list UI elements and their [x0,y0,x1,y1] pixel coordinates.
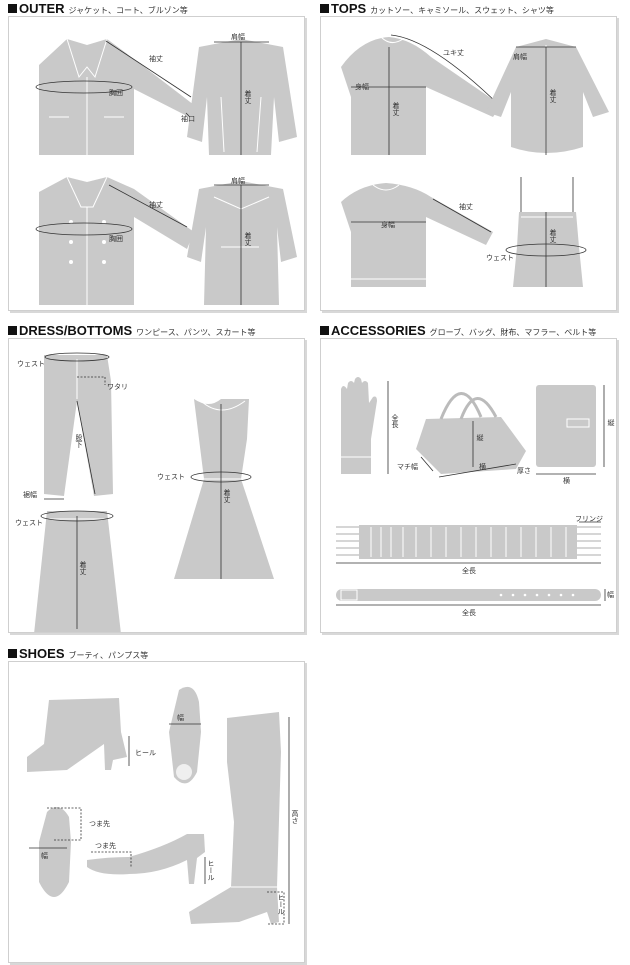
shoes-subtitle: ブーティ、パンプス等 [68,651,149,660]
dress-length-label: 着丈 [223,489,231,503]
acc-bag-depth-label: マチ幅 [397,463,418,471]
dress-inseam-label: 股下 [75,434,83,448]
square-bullet-icon [8,326,17,335]
dress-subtitle: ワンピース、パンツ、スカート等 [136,328,256,337]
outer-cuff-label: 袖口 [181,115,195,123]
dress-hem-label: 裾幅 [23,491,37,499]
dress-rise-label: ワタリ [107,383,128,391]
pump-sole-illustration [39,807,71,897]
shoes-title: SHOES [19,646,65,661]
tops-panel: ユキ丈 身幅 着丈 肩幅 着丈 身幅 袖丈 ウェスト 着丈 [320,16,617,311]
tops-length-label-3: 着丈 [549,229,557,243]
dress-waist-label-3: ウェスト [157,473,185,481]
shoes-width-label-2: 幅 [41,852,48,860]
outer-illustrations [35,38,297,305]
square-bullet-icon [8,4,17,13]
shoes-panel: ヒール 幅 つま先 幅 つま先 ヒール 高さ ヒール [8,661,305,963]
tops-length-label-2: 着丈 [549,89,557,103]
accessories-subtitle: グローブ、バッグ、財布、マフラー、ベルト等 [429,328,597,337]
outer-title: OUTER [19,1,65,16]
shoes-heel-label-2: ヒール [207,860,215,881]
shoes-toe-label-1: つま先 [89,820,110,828]
square-bullet-icon [320,4,329,13]
acc-muffler-length-label: 全長 [462,567,476,575]
outer-shoulder-label-2: 肩幅 [231,177,245,185]
tops-title: TOPS [331,1,367,16]
tops-subtitle: カットソー、キャミソール、スウェット、シャツ等 [370,6,554,15]
coat-back-illustration [187,181,297,305]
outer-shoulder-label-1: 肩幅 [231,33,245,41]
acc-wallet-width-label: 横 [563,477,570,485]
acc-glove-length-label: 全長 [391,414,399,428]
outer-length-label-2: 着丈 [244,232,252,246]
outer-sleeve-label-2: 袖丈 [149,201,163,209]
shoes-heel-label-3: ヒール [277,894,285,915]
shoes-toe-label-2: つま先 [95,842,116,850]
dress-illustration [174,399,274,579]
wallet-illustration [536,385,596,467]
outer-subtitle: ジャケット、コート、ブルゾン等 [68,6,188,15]
acc-bag-width-label: 横 [479,463,486,471]
tops-body-width-label-2: 身幅 [381,221,395,229]
dress-skirt-length-label: 着丈 [79,561,87,575]
acc-belt-width-label: 幅 [607,591,614,599]
glove-illustration [341,377,377,474]
tops-length-label-1: 着丈 [392,102,400,116]
shirt-illustration [486,39,609,153]
dress-waist-label-2: ウェスト [15,519,43,527]
dress-title: DRESS/BOTTOMS [19,323,133,338]
sole-top-illustration [169,686,201,784]
tops-shoulder-label: 肩幅 [513,53,527,61]
outer-length-label-1: 着丈 [244,90,252,104]
acc-wallet-height-label: 縦 [607,419,615,426]
shoes-height-label: 高さ [291,810,299,824]
square-bullet-icon [8,649,17,658]
bag-illustration [416,392,526,474]
tops-sleeve-label: 袖丈 [459,203,473,211]
tops-yuki-label: ユキ丈 [443,49,464,57]
dress-panel: ウェスト ワタリ 股下 裾幅 ウェスト 着丈 ウェスト 着丈 [8,338,305,633]
outer-sleeve-label-1: 袖丈 [149,55,163,63]
acc-fringe-label: フリンジ [575,515,603,523]
pump-illustration [87,834,205,884]
jacket-front-illustration [39,38,194,155]
bootie-illustration [27,698,127,772]
sweatshirt-illustration [341,183,493,287]
square-bullet-icon [320,326,329,335]
accessories-title: ACCESSORIES [331,323,426,338]
raglan-tee-illustration [341,36,501,155]
muffler-illustration [336,525,601,559]
belt-illustration [336,589,601,601]
camisole-illustration [513,212,583,287]
acc-bag-height-label: 縦 [476,434,484,441]
acc-belt-length-label: 全長 [462,609,476,617]
jacket-back-illustration [187,39,297,155]
shoes-illustrations [27,686,290,925]
outer-panel: 袖丈 胸囲 袖口 肩幅 着丈 袖丈 胸囲 肩幅 着丈 [8,16,305,311]
tall-boot-illustration [189,712,281,924]
accessories-panel: 全長 縦 マチ幅 横 縦 厚さ 横 フリンジ 全長 幅 全長 [320,338,617,633]
accessories-illustrations [336,377,606,606]
outer-chest-label-1: 胸囲 [109,89,123,97]
outer-chest-label-2: 胸囲 [109,235,123,243]
shoes-width-label-1: 幅 [177,714,184,722]
pants-illustration [44,355,113,496]
dress-illustrations [34,352,274,632]
tops-illustrations [341,34,609,287]
dress-waist-label-1: ウェスト [17,360,45,368]
skirt-illustration [34,511,121,632]
tops-waist-label: ウェスト [486,254,514,262]
shoes-heel-label-1: ヒール [135,749,156,757]
tops-body-width-label-1: 身幅 [355,83,369,91]
acc-wallet-depth-label: 厚さ [517,467,531,475]
